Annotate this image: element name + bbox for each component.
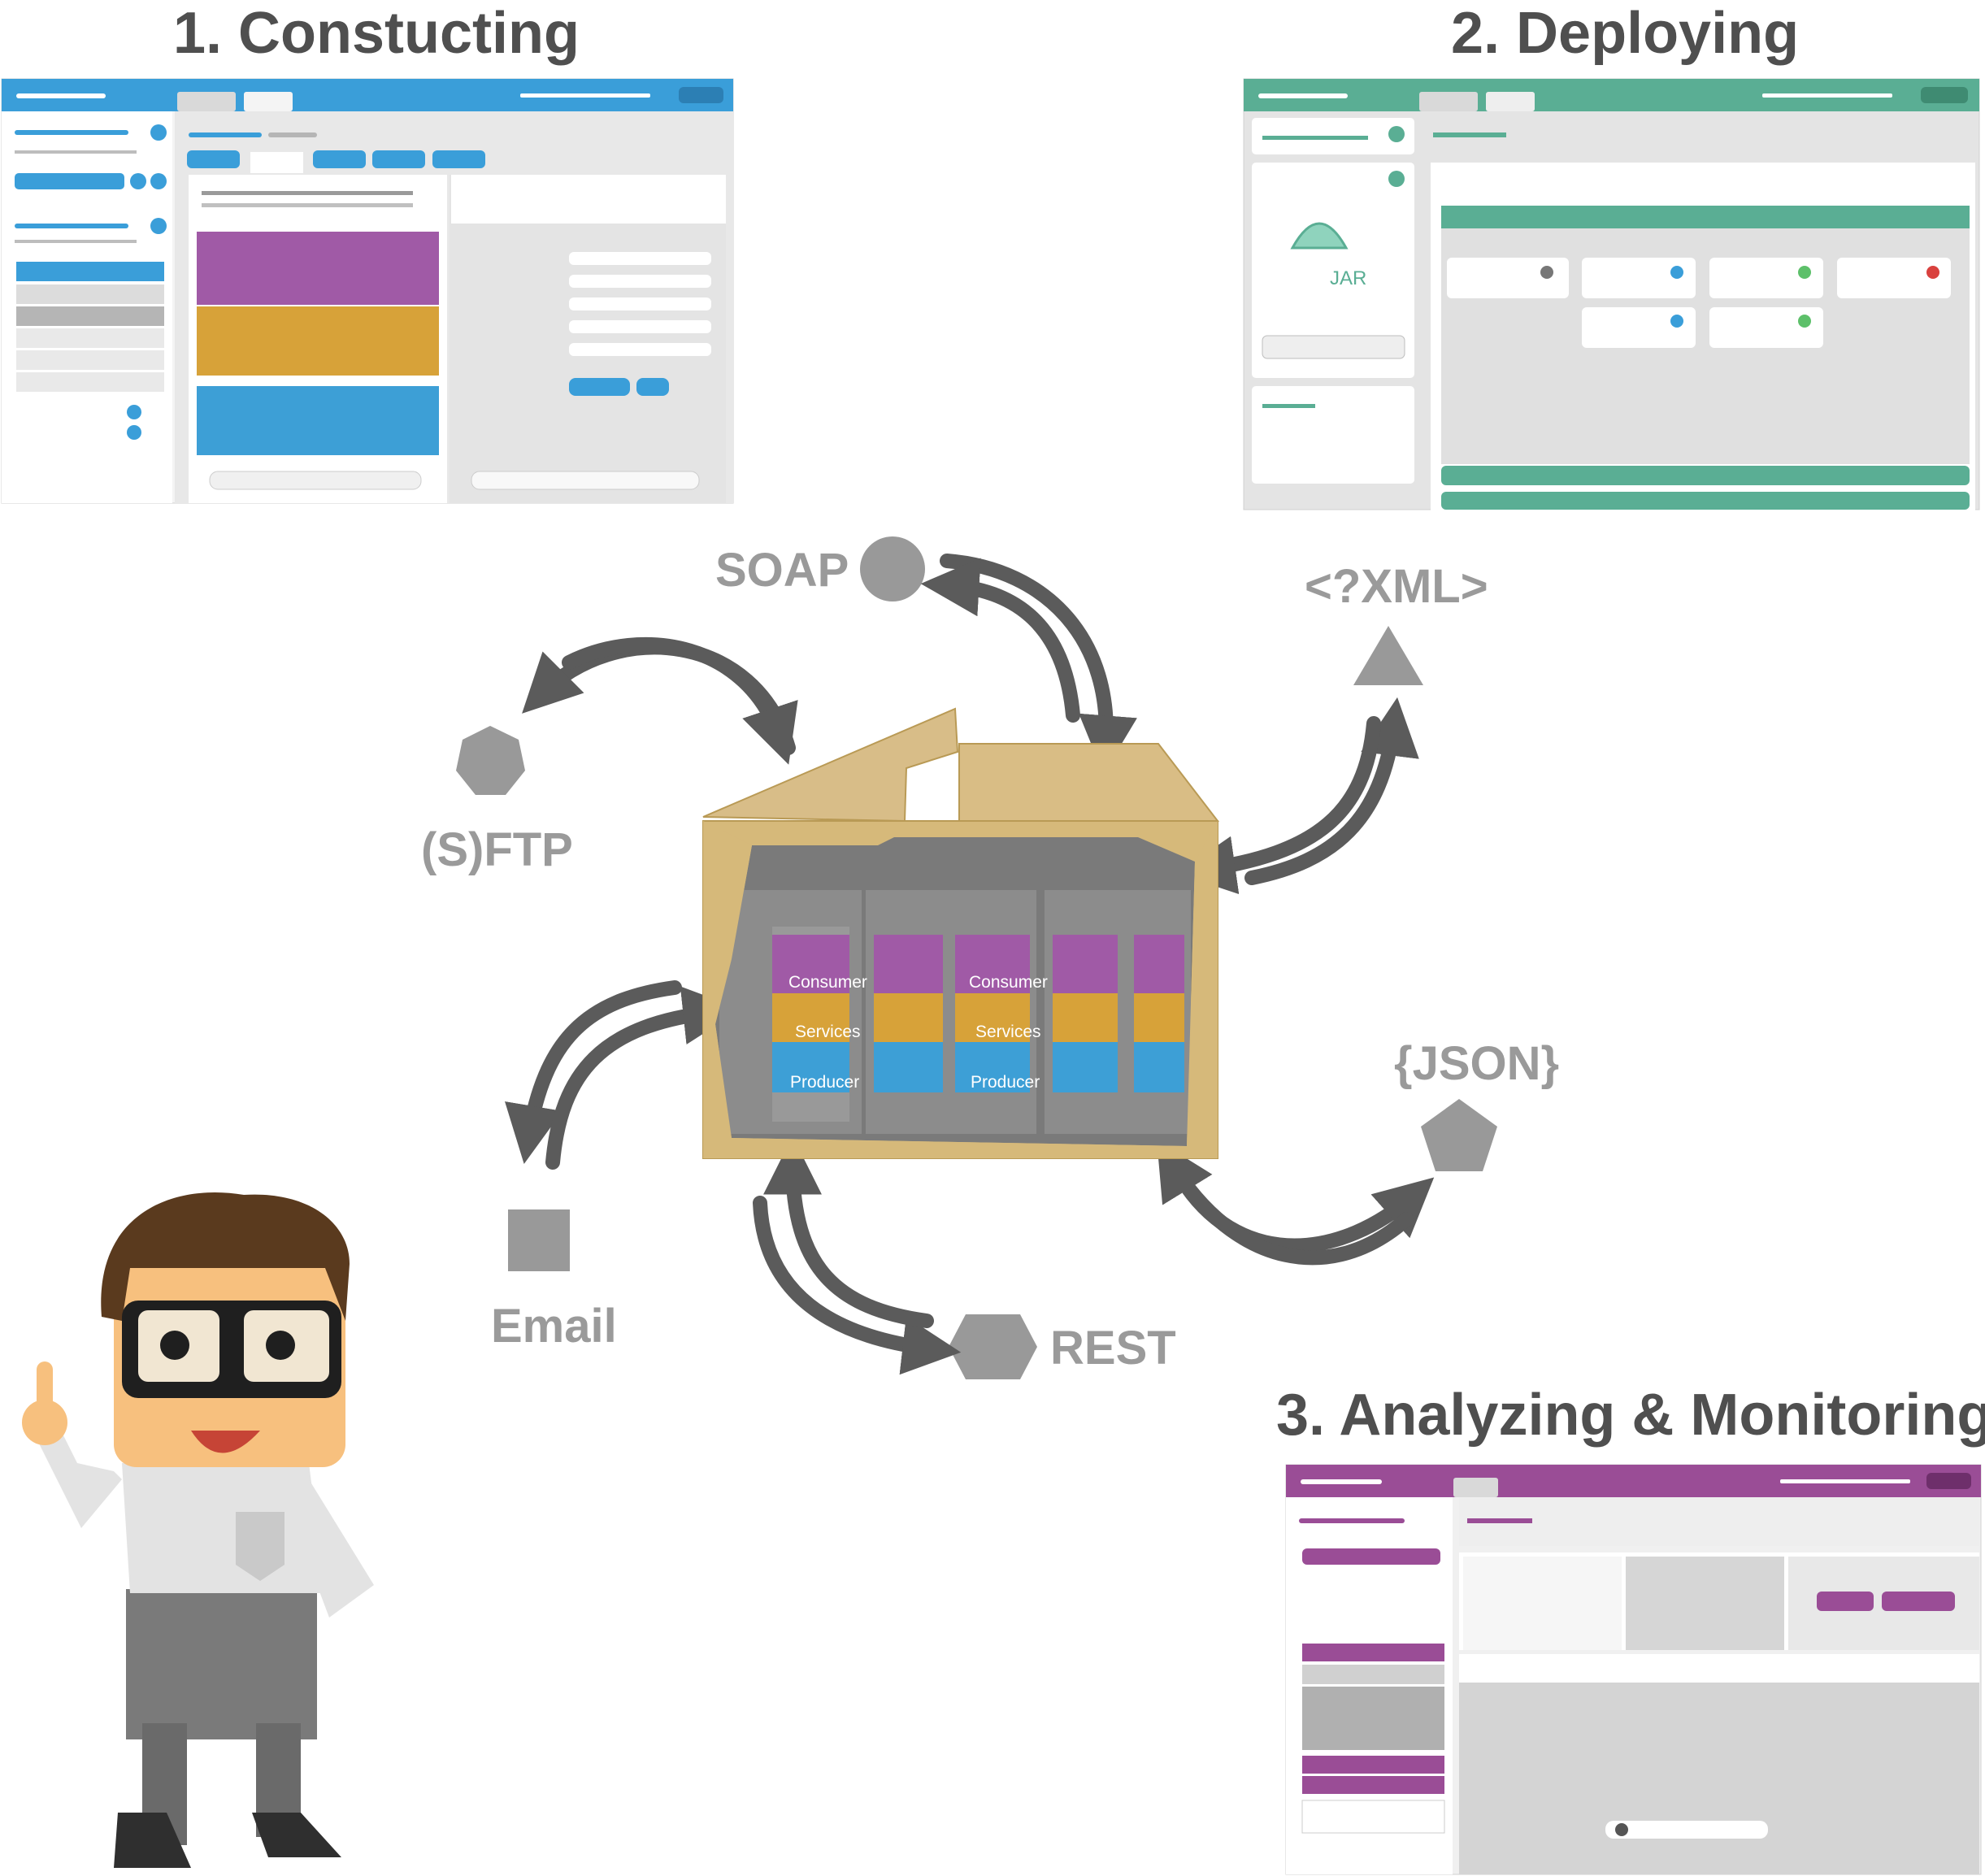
soap-circle-icon: [860, 536, 925, 601]
arrow-rest-in: [763, 1136, 934, 1328]
can-services-label: Services: [795, 1023, 861, 1041]
json-pentagon-icon: [1421, 1099, 1497, 1171]
arrow-email-out: [505, 980, 682, 1164]
can-producer-label: Producer: [971, 1073, 1040, 1092]
can-consumer-label: Consumer: [969, 973, 1048, 992]
arrow-soap-out: [940, 554, 1137, 775]
email-label: Email: [491, 1300, 617, 1353]
xml-label: <?XML>: [1305, 560, 1488, 613]
arrow-json-in: [1157, 1140, 1414, 1266]
section-title-analyzing: 3. Analyzing & Monitoring: [1276, 1383, 1985, 1448]
json-label: {JSON}: [1394, 1037, 1560, 1090]
analyzing-screenshot: [1285, 1464, 1982, 1875]
email-square-icon: [508, 1209, 570, 1271]
arrow-email-in: [545, 986, 742, 1170]
developer-character: [22, 1192, 374, 1868]
rest-label: REST: [1050, 1322, 1176, 1374]
constructing-screenshot: [1, 78, 734, 504]
arrow-rest-out: [753, 1196, 962, 1375]
deploying-screenshot: JAR: [1243, 78, 1980, 513]
service-box: Consumer Services Producer Consumer Serv…: [702, 707, 1220, 1159]
arrow-soap-in: [920, 558, 1080, 723]
section-title-deploying: 2. Deploying: [1451, 1, 1800, 66]
jar-label: JAR: [1330, 267, 1366, 289]
xml-triangle-icon: [1353, 626, 1423, 685]
sftp-heptagon-icon: [456, 726, 525, 795]
can-services-label: Services: [975, 1023, 1041, 1041]
arrow-xml-out: [1244, 697, 1419, 885]
can-producer-label: Producer: [790, 1073, 859, 1092]
sftp-label: (S)FTP: [421, 823, 573, 876]
rest-hexagon-icon: [949, 1314, 1037, 1379]
soap-label: SOAP: [715, 544, 849, 597]
arrow-sftp-in: [562, 636, 798, 765]
section-title-constructing: 1. Constucting: [173, 1, 580, 66]
arrow-xml-in: [1176, 716, 1381, 895]
can-consumer-label: Consumer: [788, 973, 867, 992]
